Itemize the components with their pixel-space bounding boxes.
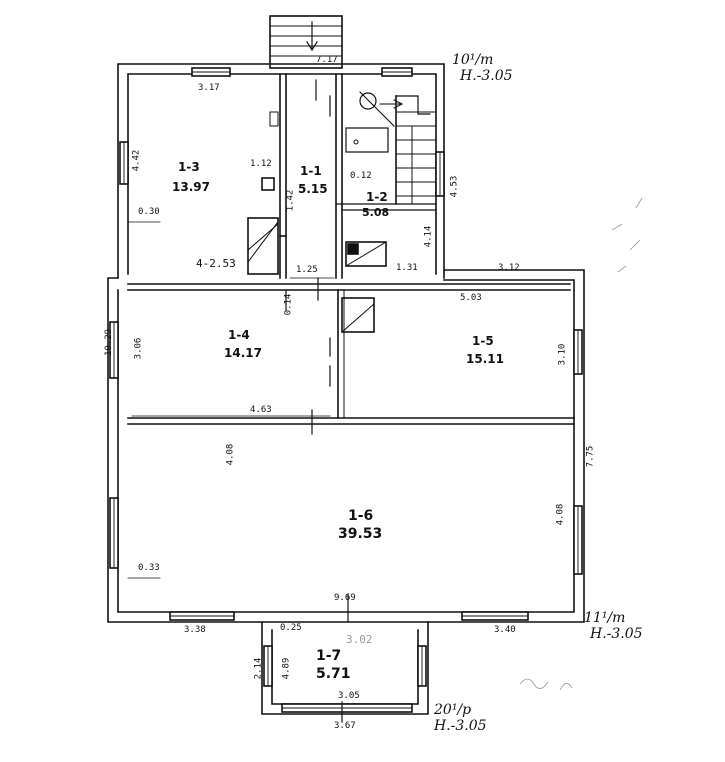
lower-note-line2: H.-3.05 <box>434 718 487 735</box>
dim-bottom-left: 3.38 <box>184 625 206 635</box>
upper-note-line2: H.-3.05 <box>460 68 513 85</box>
dim-room4-height: 3.06 <box>133 337 144 360</box>
entrance-stair <box>269 15 343 69</box>
dim-room6-right-height: 4.08 <box>555 503 566 526</box>
room-1-6-area: 39.53 <box>338 526 383 542</box>
room-1-7-area: 5.71 <box>316 666 351 682</box>
interior-stairs <box>395 95 437 205</box>
porch-walls <box>261 621 429 723</box>
dim-porch-gap: 0.25 <box>280 623 302 633</box>
room-1-5-area: 15.11 <box>466 352 504 366</box>
room-1-3-id: 1-3 <box>178 160 200 174</box>
dim-room2-height: 4.14 <box>423 225 434 248</box>
dim-porch-top: 3.02 <box>346 633 373 646</box>
room-1-2-id: 1-2 <box>366 190 388 204</box>
dim-room6-wall: 0.33 <box>138 563 160 573</box>
upper-note-line1: 10¹/m <box>452 52 494 68</box>
pencil-marks <box>519 197 643 691</box>
dim-room3-depth: 0.30 <box>138 207 160 217</box>
dim-room3-height: 4.42 <box>131 149 142 172</box>
room-1-1-area: 5.15 <box>298 182 328 196</box>
room-1-4-id: 1-4 <box>228 328 250 342</box>
dimension-lines <box>127 221 335 579</box>
dim-right-total: 7.75 <box>585 445 596 468</box>
dim-room3-inner: 4-2.53 <box>196 257 236 270</box>
fixtures-upper <box>247 91 404 275</box>
room-1-5-id: 1-5 <box>472 334 494 348</box>
dim-room6-left-height: 4.08 <box>225 443 236 466</box>
dim-room5-width: 5.03 <box>460 293 482 303</box>
dim-right-upper: 4.53 <box>449 175 460 198</box>
mid-note-line1: 11¹/m <box>584 610 626 626</box>
dim-porch-outer-width: 3.67 <box>334 721 356 731</box>
dim-small-1-2: 0.12 <box>350 171 372 181</box>
dim-small-1-1a: 1.12 <box>250 159 272 169</box>
room-1-2-area: 5.08 <box>362 206 390 219</box>
room-1-3-area: 13.97 <box>172 180 210 194</box>
main-block-walls <box>107 269 585 623</box>
room-1-7-id: 1-7 <box>316 648 342 664</box>
upper-partitions <box>279 73 437 301</box>
room-1-1-id: 1-1 <box>300 164 322 178</box>
room-1-6-id: 1-6 <box>348 508 374 524</box>
upper-note: 10¹/m H.-3.05 <box>452 52 513 84</box>
dim-room4-width: 4.63 <box>250 405 272 415</box>
dim-bottom-total: 9.69 <box>334 593 356 603</box>
mid-note-line2: H.-3.05 <box>590 626 643 643</box>
dim-small-1-1b: 1.42 <box>285 189 296 212</box>
lower-note-line1: 20¹/p <box>434 702 472 718</box>
middle-partitions <box>127 289 575 623</box>
dim-porch-inner-width: 3.05 <box>338 691 360 701</box>
dim-step-right: 3.12 <box>498 263 520 273</box>
dim-room5-height: 3.10 <box>557 343 568 366</box>
dim-porch-left-outer: 2.14 <box>253 657 264 680</box>
dim-left-total: 10.29 <box>104 328 115 357</box>
upper-block-walls <box>117 63 445 279</box>
room-1-4-area: 14.17 <box>224 346 262 360</box>
dim-room3-width: 3.17 <box>198 83 220 93</box>
mid-note: 11¹/m H.-3.05 <box>584 610 643 642</box>
dim-bottom-right: 3.40 <box>494 625 516 635</box>
dim-room2-width: 1.31 <box>396 263 418 273</box>
dim-door-width: 0.14 <box>283 293 294 316</box>
lower-note: 20¹/p H.-3.05 <box>434 702 487 734</box>
dim-top-total: 7.17 <box>316 55 338 65</box>
dim-corridor-width: 1.25 <box>296 265 318 275</box>
dim-porch-left-inner: 4.89 <box>281 657 292 680</box>
